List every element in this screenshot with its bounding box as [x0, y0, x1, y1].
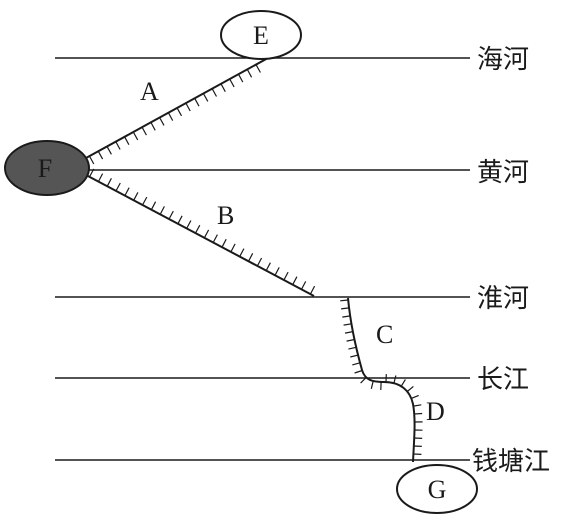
hatch-tick	[150, 201, 157, 210]
hatch-tick	[343, 323, 352, 326]
hatch-tick	[141, 126, 147, 136]
hatch-tick	[186, 220, 192, 229]
hatch-tick	[255, 64, 261, 73]
node-g: G	[396, 464, 478, 514]
hatch-tick	[124, 187, 130, 196]
hatch-tick	[340, 299, 349, 302]
hatch-tick	[159, 206, 165, 215]
hatch-tick	[342, 315, 351, 318]
node-g-ellipse	[396, 464, 478, 514]
canal-segment-d	[383, 381, 416, 463]
canal-segment-b	[85, 174, 315, 297]
hatch-tick	[221, 238, 227, 248]
hatch-tick	[115, 182, 121, 192]
hatch-tick	[133, 192, 139, 201]
hatch-tick	[212, 234, 218, 243]
river-label-qiantangjiang: 钱塘江	[472, 447, 550, 477]
hatch-tick	[237, 73, 244, 83]
hatch-tick	[185, 102, 191, 112]
river-labels: 海河 黄河 淮河 长江 钱塘江	[472, 45, 550, 477]
canal-hatch-marks	[88, 64, 423, 455]
hatch-tick	[283, 271, 289, 281]
hatch-tick	[141, 196, 148, 206]
hatch-tick	[346, 338, 355, 342]
hatch-tick	[88, 168, 95, 178]
node-g-label: G	[428, 475, 447, 504]
segment-labels: A B C D	[140, 77, 445, 426]
river-lines	[55, 57, 470, 461]
node-f: F	[4, 140, 90, 196]
hatch-tick	[413, 404, 422, 407]
hatch-tick	[239, 248, 245, 257]
hatch-tick	[360, 376, 367, 384]
segment-label-b: B	[217, 201, 234, 230]
hatch-tick	[229, 78, 235, 88]
hatch-tick	[124, 136, 130, 145]
hatch-tick	[354, 369, 363, 374]
hatch-tick	[406, 385, 414, 392]
segment-label-c: C	[376, 320, 393, 349]
hatch-tick	[202, 93, 209, 102]
hatch-tick	[274, 267, 280, 276]
hatch-tick	[411, 394, 419, 399]
hatch-tick	[393, 375, 397, 384]
hatch-tick	[176, 107, 183, 117]
hatch-tick	[414, 412, 423, 415]
river-label-changjiang: 长江	[477, 365, 529, 395]
hatch-tick	[350, 354, 359, 358]
canal-segments	[85, 57, 416, 463]
hatch-tick	[247, 253, 254, 262]
hatch-tick	[352, 362, 361, 366]
hatch-tick	[300, 281, 307, 290]
node-e: E	[220, 10, 302, 60]
hatch-tick	[194, 224, 201, 234]
hatch-tick	[168, 210, 174, 220]
hatch-tick	[159, 117, 165, 126]
river-label-huanghe: 黄河	[477, 158, 529, 188]
hatch-tick	[309, 285, 316, 295]
node-e-ellipse	[220, 10, 302, 60]
river-label-haihe: 海河	[477, 45, 529, 75]
hatch-tick	[292, 276, 298, 285]
node-f-ellipse	[4, 140, 90, 196]
hatch-tick	[256, 257, 263, 267]
hatch-tick	[97, 173, 104, 182]
hatch-tick	[341, 307, 350, 310]
segment-label-a: A	[140, 77, 159, 106]
river-label-huaihe: 淮河	[477, 284, 529, 314]
hatch-tick	[348, 346, 357, 350]
hatch-tick	[88, 155, 95, 165]
hatch-tick	[150, 122, 156, 131]
hatch-tick	[97, 151, 104, 160]
hatch-tick	[194, 98, 200, 107]
hatch-tick	[177, 215, 183, 225]
hatch-tick	[344, 331, 354, 334]
hatch-tick	[203, 229, 210, 239]
hatch-tick	[370, 380, 374, 389]
node-f-label: F	[38, 154, 52, 183]
hatch-tick	[106, 178, 112, 187]
node-e-label: E	[253, 21, 269, 50]
hatch-tick	[220, 83, 226, 92]
hatch-tick	[115, 141, 121, 150]
hatch-tick	[167, 112, 174, 121]
hatch-tick	[246, 69, 253, 78]
hatch-tick	[211, 88, 218, 97]
hatch-tick	[132, 131, 139, 141]
hatch-tick	[265, 262, 271, 271]
hatch-tick	[400, 379, 406, 387]
hatch-tick	[106, 146, 112, 155]
hatch-tick	[230, 243, 236, 253]
segment-label-d: D	[426, 397, 445, 426]
